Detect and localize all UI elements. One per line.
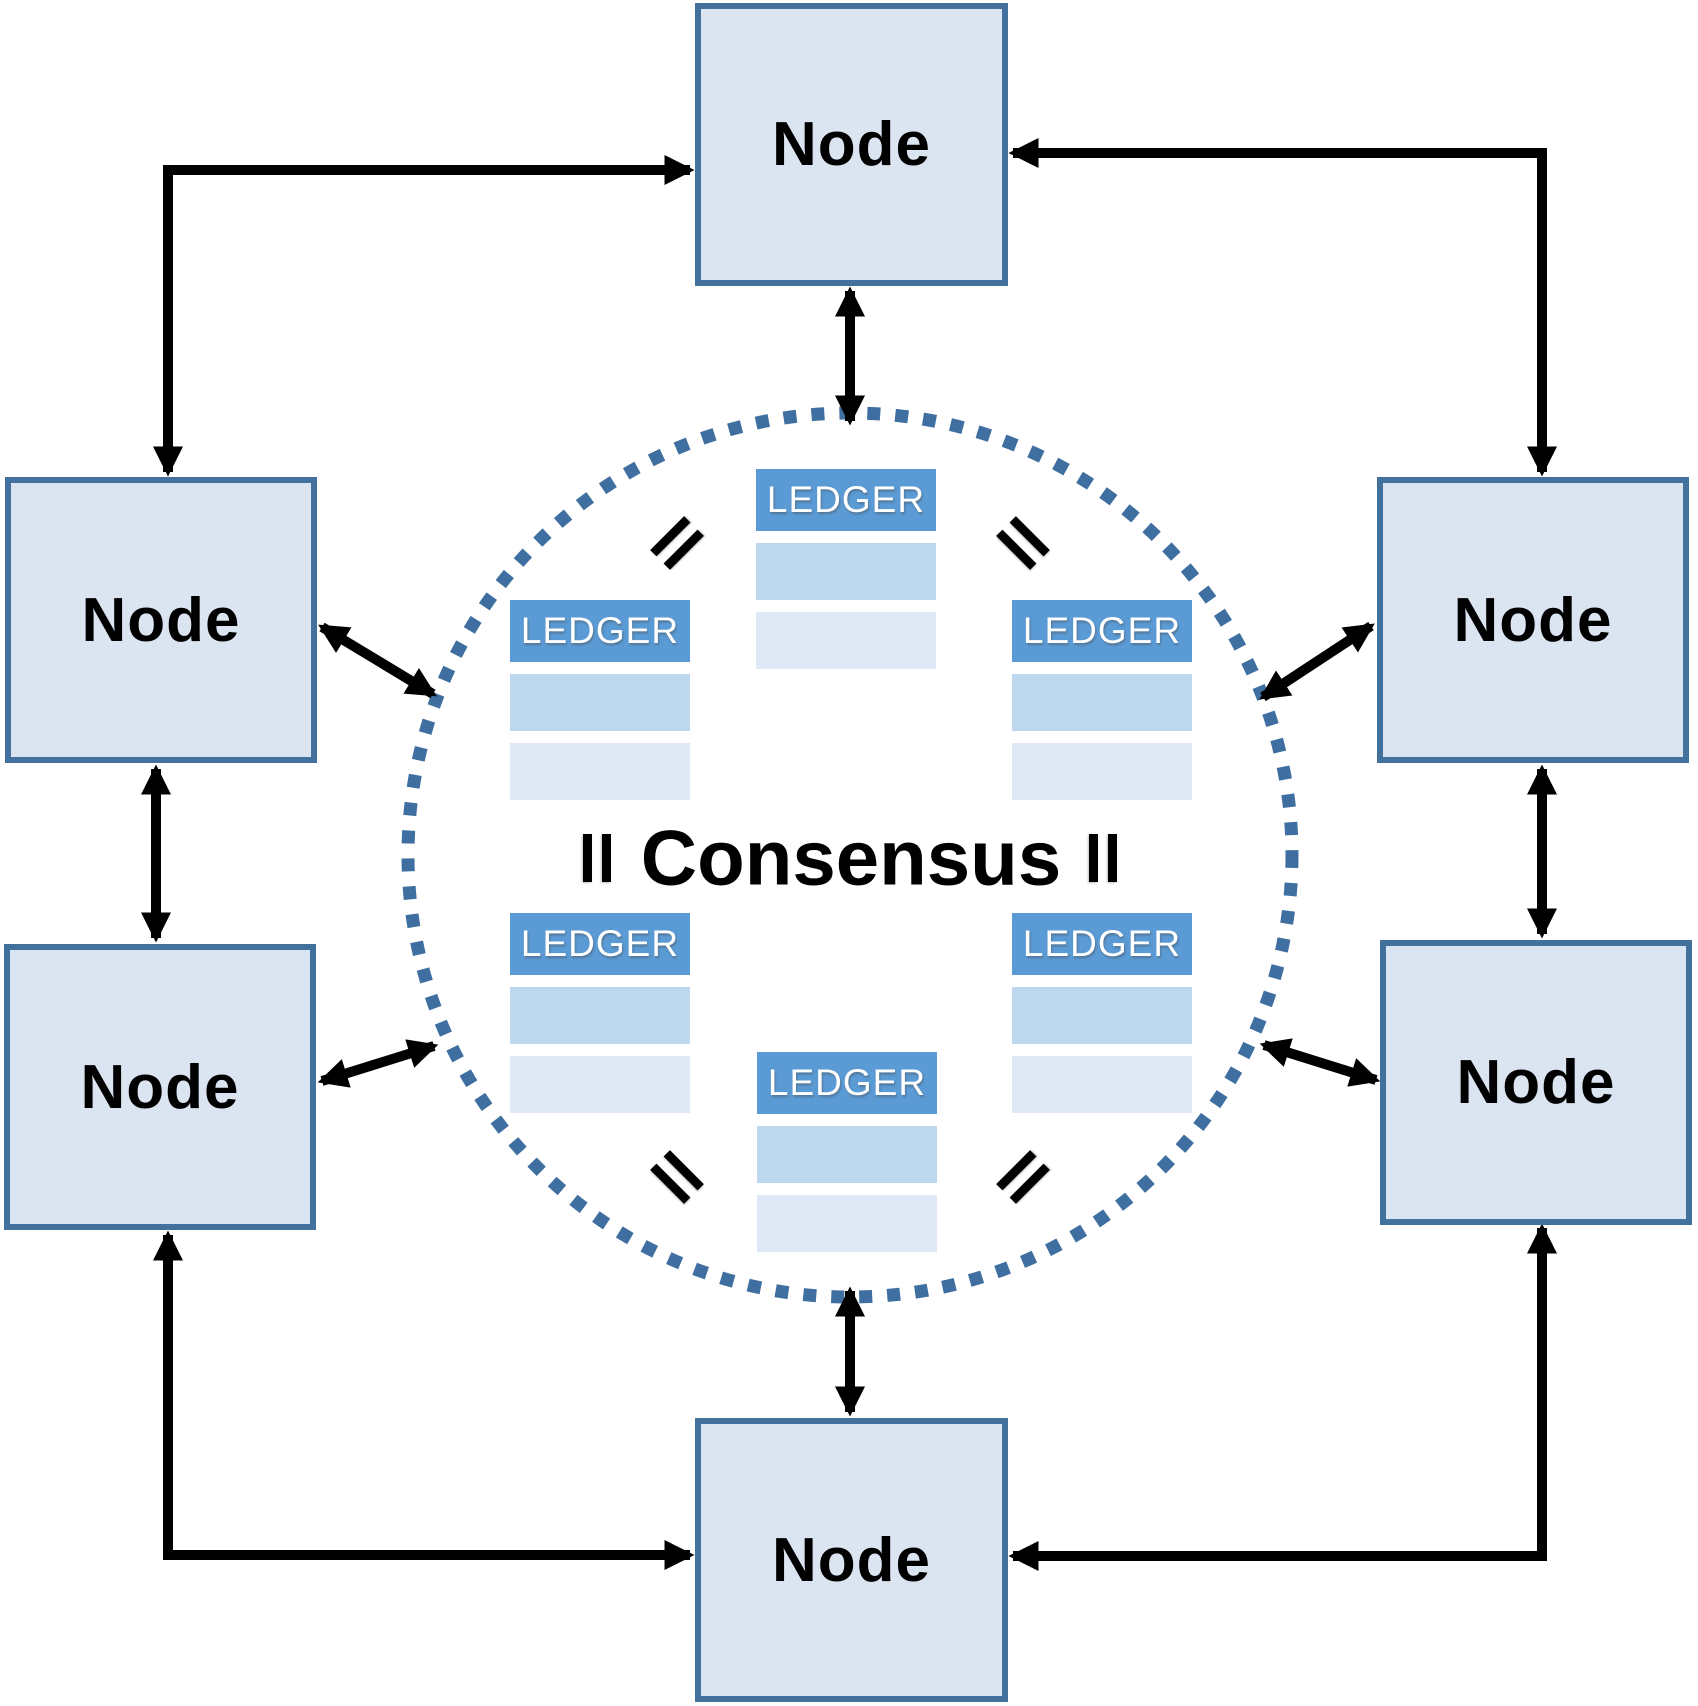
arrow-lowerleft-node-to-circle: [317, 1039, 439, 1088]
arrow-upperleft-node-to-circle: [318, 622, 437, 699]
ledger-row: [510, 674, 690, 731]
ledger-title: LEDGER: [756, 469, 936, 531]
equals-icon-middle-left: [583, 834, 611, 882]
node-lower-left: Node: [4, 944, 316, 1230]
ledger-row: [756, 612, 936, 669]
ledger-row: [1012, 987, 1192, 1044]
node-label: Node: [81, 585, 241, 655]
ledger-block-upper-right: LEDGER: [1012, 600, 1192, 800]
node-label: Node: [772, 110, 931, 179]
ledger-row: [757, 1195, 937, 1252]
node-label: Node: [772, 1525, 931, 1595]
node-bottom: Node: [695, 1418, 1008, 1702]
node-lower-right: Node: [1380, 940, 1692, 1225]
ledger-block-top: LEDGER: [756, 469, 936, 669]
ledger-title: LEDGER: [1012, 913, 1192, 975]
consensus-title: Consensus: [640, 813, 1062, 902]
ledger-row: [510, 743, 690, 800]
arrow-bottom-to-lowerright-elbow: [1008, 1223, 1557, 1571]
node-label: Node: [1456, 1048, 1616, 1117]
arrow-lowerleft-to-bottom-elbow: [153, 1230, 695, 1570]
node-upper-right: Node: [1377, 477, 1689, 763]
arrow-upperleft-to-top-elbow: [153, 155, 695, 477]
equals-icon-middle-right: [1089, 834, 1117, 882]
arrow-top-to-upperright-elbow: [1008, 138, 1557, 477]
ledger-row: [757, 1126, 937, 1183]
ledger-row: [1012, 1056, 1192, 1113]
ledger-title: LEDGER: [1012, 600, 1192, 662]
node-label: Node: [1453, 585, 1613, 655]
ledger-row: [1012, 674, 1192, 731]
ledger-block-lower-right: LEDGER: [1012, 913, 1192, 1113]
arrow-upperright-node-to-circle: [1259, 621, 1375, 702]
ledger-row: [510, 1056, 690, 1113]
ledger-title: LEDGER: [510, 913, 690, 975]
ledger-row: [756, 543, 936, 600]
node-top: Node: [695, 3, 1008, 286]
ledger-block-lower-left: LEDGER: [510, 913, 690, 1113]
ledger-block-upper-left: LEDGER: [510, 600, 690, 800]
ledger-title: LEDGER: [757, 1052, 937, 1114]
ledger-block-bottom: LEDGER: [757, 1052, 937, 1252]
ledger-row: [1012, 743, 1192, 800]
node-upper-left: Node: [5, 477, 317, 763]
ledger-title: LEDGER: [510, 600, 690, 662]
ledger-row: [510, 987, 690, 1044]
arrow-lowerright-node-to-circle: [1259, 1038, 1381, 1087]
node-label: Node: [80, 1052, 240, 1122]
